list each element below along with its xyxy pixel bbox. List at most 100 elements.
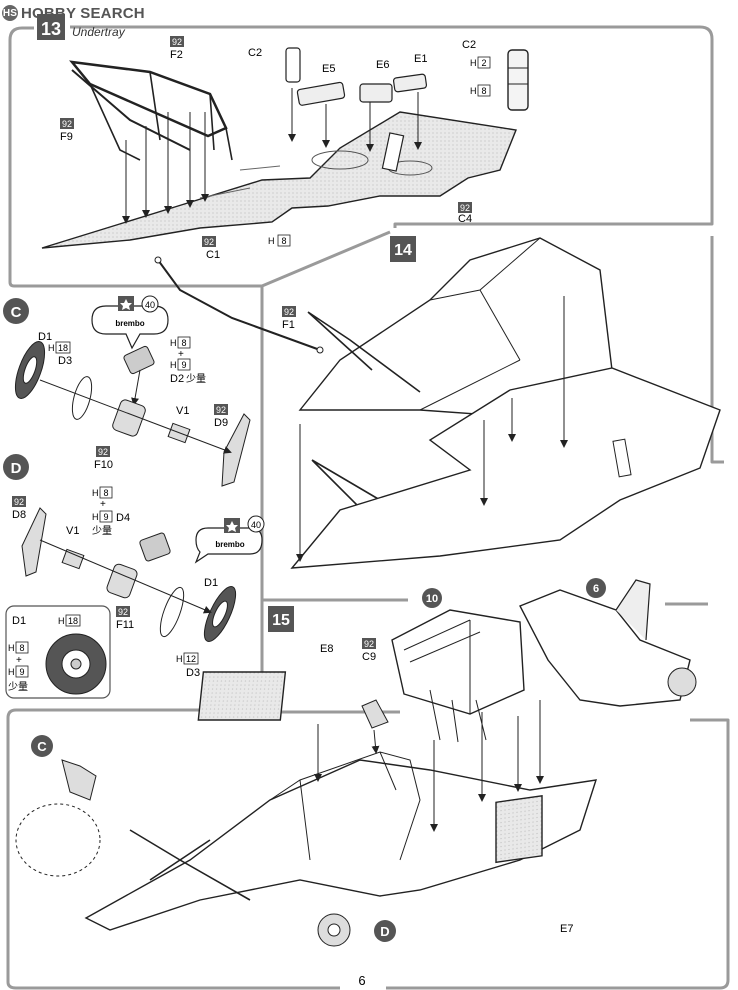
hobby-search-watermark: HS HOBBY SEARCH (2, 2, 145, 24)
e6-part (359, 83, 393, 103)
label-c9: C9 (362, 651, 376, 663)
label-d4: D4 (116, 512, 130, 524)
paint-undertray-h8: 8 (281, 236, 286, 246)
paint-h-letter: H (170, 360, 177, 370)
gearbox-assembly: 6 (519, 578, 697, 707)
label-f1: F1 (282, 319, 295, 331)
step-c-letter: C (11, 304, 22, 321)
code-f2: 92 (172, 37, 182, 47)
label-d9: D9 (214, 417, 228, 429)
brembo-decal-callout-d: 40 brembo (194, 515, 265, 564)
undertray-assembled (290, 367, 721, 569)
brembo-decal-callout-c: 40 brembo (91, 295, 169, 350)
plus-sign: + (100, 499, 106, 510)
front-suspension-upper (307, 311, 421, 393)
decal-number-d: 40 (251, 520, 261, 530)
step-13-badge (37, 14, 65, 40)
step-d-marker (3, 454, 29, 480)
paint-c-h9: 9 (181, 360, 186, 370)
paint-h-letter: H (268, 236, 275, 246)
paint-h-letter: H (92, 488, 99, 498)
label-d2: D2 (170, 373, 184, 385)
paint-d-h9: 9 (103, 512, 108, 522)
c2-damper-detail (507, 49, 529, 111)
paint-d-h12: 12 (186, 654, 196, 664)
code-c9: 92 (364, 639, 374, 649)
paint-h-letter: H (8, 643, 15, 653)
decal-number-c: 40 (145, 300, 155, 310)
brake-caliper-d2 (123, 345, 155, 375)
label-e1: E1 (414, 53, 427, 65)
paint-d-h8: 8 (103, 488, 108, 498)
code-d8: 92 (14, 497, 24, 507)
radiator-e8 (197, 671, 287, 721)
label-d1-d: D1 (204, 577, 218, 589)
step-14-badge (390, 236, 416, 262)
step-15: 15 E8 92 C9 10 6 (15, 578, 697, 947)
step-15-number: 15 (272, 612, 290, 629)
paint-h-letter: H (176, 654, 183, 664)
step-c-marker (3, 298, 29, 324)
label-v1-c: V1 (176, 405, 189, 417)
label-c1: C1 (206, 249, 220, 261)
paint-c-h18: 18 (58, 343, 68, 353)
label-f2: F2 (170, 49, 183, 61)
wheel-face-d8 (21, 507, 47, 577)
f2-frame-part (69, 60, 228, 138)
code-c1: 92 (204, 237, 214, 247)
step-15-ref-c-marker (31, 735, 53, 757)
paint-c2-h2: 2 (481, 58, 486, 68)
label-inset-d1: D1 (12, 615, 26, 627)
label-d8: D8 (12, 509, 26, 521)
wheel-face-d9 (221, 413, 251, 487)
paint-h-letter: H (92, 512, 99, 522)
step-15-ref-c-letter: C (37, 739, 47, 754)
brake-caliper-d4 (139, 532, 171, 562)
radiator-e7 (495, 795, 543, 864)
page-number: 6 (358, 973, 365, 988)
ref-gearbox-step: 6 (593, 583, 599, 595)
label-e7: E7 (560, 923, 573, 935)
step-13-guide-lines (122, 88, 422, 224)
brake-disc-d3-c (71, 376, 93, 420)
c2-damper-part (285, 47, 301, 83)
paint-h-letter: H (470, 86, 477, 96)
paint-h-letter: H (8, 667, 15, 677)
label-e5: E5 (322, 63, 335, 75)
upright-f11 (106, 563, 138, 599)
plus-sign: + (178, 349, 184, 360)
code-d9: 92 (216, 405, 226, 415)
paint-c-h8: 8 (181, 338, 186, 348)
step-14: 14 92 F1 (154, 236, 721, 569)
code-f9: 92 (62, 119, 72, 129)
paint-h-letter: H (470, 58, 477, 68)
step-d-letter: D (11, 460, 22, 477)
label-shoryo-d: 少量 (92, 525, 112, 537)
paint-h-letter: H (170, 338, 177, 348)
engine-assembly: 10 (391, 588, 525, 743)
step-d: D 40 brembo 92 D8 V1 H 8 + H 9 D4 少量 9 (3, 454, 265, 679)
code-f10: 92 (98, 447, 108, 457)
upright-f10 (112, 399, 146, 437)
code-f1: 92 (284, 307, 294, 317)
ref-engine-step: 10 (426, 593, 438, 605)
code-f11: 92 (118, 607, 128, 617)
label-d3-d: D3 (186, 667, 200, 679)
label-f11: F11 (116, 619, 134, 631)
label-c2-b: C2 (462, 39, 476, 51)
spacer-v1-d (61, 548, 85, 570)
decal-brand-c: brembo (115, 319, 144, 328)
step-13: 13 Undertray (37, 14, 529, 261)
label-e8: E8 (320, 643, 333, 655)
step-c: C 40 brembo D1 H 18 D3 H 8 (3, 295, 251, 487)
c4-part (381, 132, 405, 172)
part-c9 (361, 699, 389, 729)
f1-rod-part (157, 259, 321, 351)
label-d1-c: D1 (38, 331, 52, 343)
label-c4: C4 (458, 213, 472, 225)
step-15-ref-d-letter: D (380, 924, 389, 939)
f9-link-part (71, 69, 191, 151)
paint-h-letter: H (48, 343, 55, 353)
step-15-ref-d-marker (374, 920, 396, 942)
label-d3-c: D3 (58, 355, 72, 367)
